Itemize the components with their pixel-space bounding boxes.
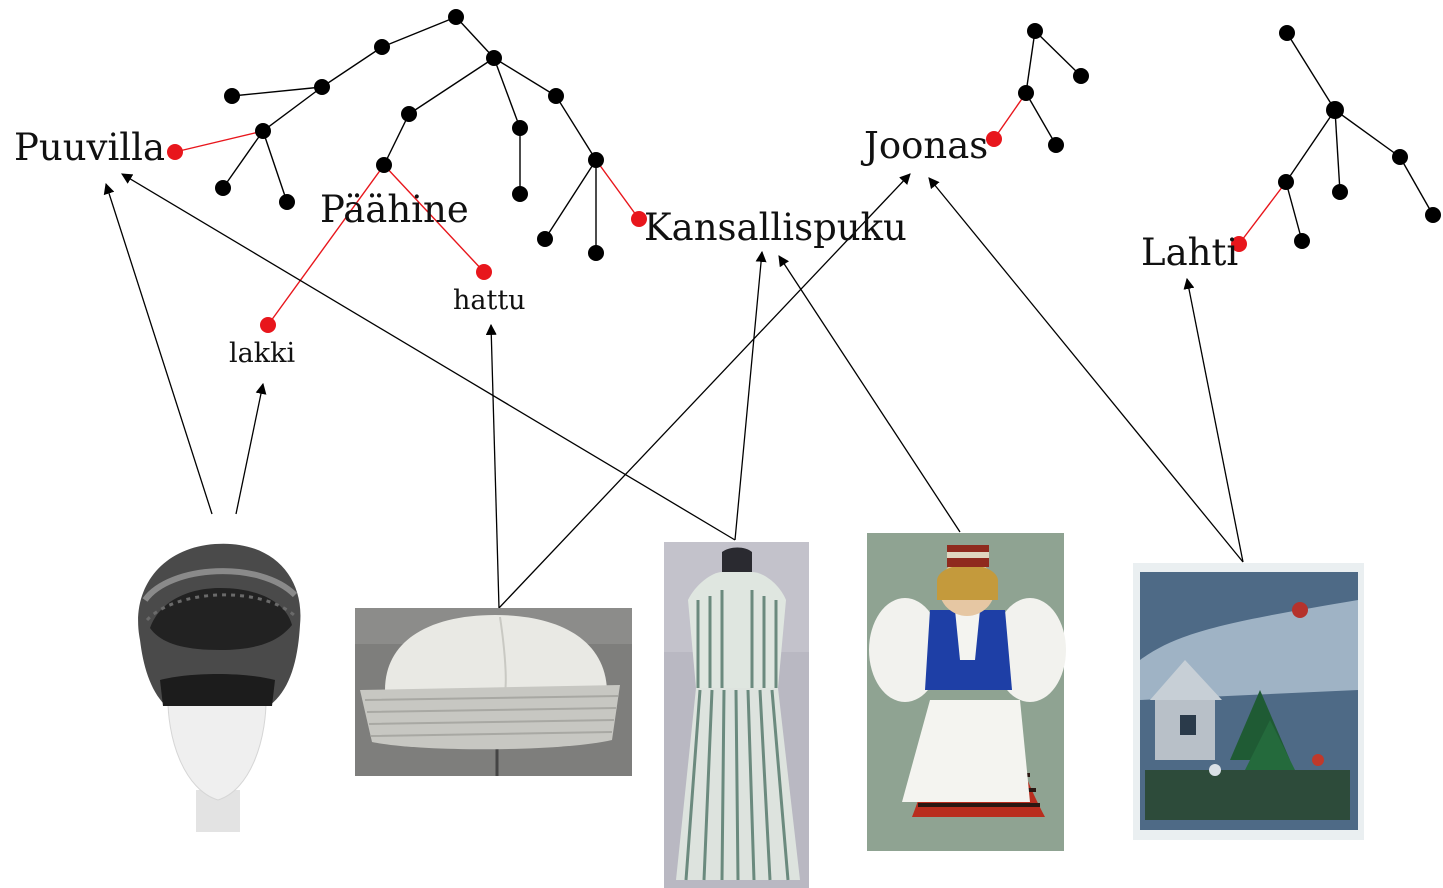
tree-node (1425, 207, 1441, 223)
dress-image (664, 542, 809, 888)
tree-node (588, 245, 604, 261)
concept-label-paahine: Päähine (320, 188, 469, 231)
tree-node (1332, 184, 1348, 200)
ontology-tree-middle-nodes (1018, 23, 1089, 153)
tree-node (537, 231, 553, 247)
highlight-node-joonas (986, 131, 1002, 147)
tree-node (314, 79, 330, 95)
painting-image (1133, 563, 1364, 840)
ontology-tree-right-nodes (1278, 25, 1441, 249)
tree-node (401, 106, 417, 122)
concept-label-kansallispuku: Kansallispuku (644, 206, 907, 249)
arrow-hat-to-joonas (498, 173, 911, 609)
tree-node (1326, 101, 1344, 119)
arrow-painting-to-joonas (928, 177, 1244, 563)
ontology-tree-left-nodes (215, 9, 604, 261)
arrow-dress-to-puuvilla (121, 173, 736, 541)
tree-node (548, 88, 564, 104)
ontology-tree-right (1285, 32, 1434, 242)
highlight-node-puuvilla (167, 144, 183, 160)
concept-label-lahti: Lahti (1141, 231, 1238, 274)
arrow-painting-to-lahti (1183, 277, 1244, 563)
tree-node (512, 120, 528, 136)
highlight-node-lakki (260, 317, 276, 333)
tree-node (512, 186, 528, 202)
tree-node (1279, 25, 1295, 41)
ontology-tree-middle (1025, 30, 1082, 146)
tree-node (215, 180, 231, 196)
arrow-dress-to-kansallispuku (734, 250, 767, 541)
doll-image (867, 533, 1066, 851)
tree-node (1294, 233, 1310, 249)
tree-node (448, 9, 464, 25)
arrow-hat-to-hattu (485, 323, 500, 609)
tree-node (224, 88, 240, 104)
hat-image (355, 608, 632, 776)
concept-label-hattu: hattu (453, 285, 526, 316)
cap-image (138, 543, 301, 832)
arrow-cap-to-puuvilla (103, 182, 213, 515)
tree-node (1392, 149, 1408, 165)
tree-node (279, 194, 295, 210)
tree-node (486, 50, 502, 66)
ontology-tree-left-highlight-nodes (167, 144, 647, 333)
arrow-doll-to-kansallispuku (778, 255, 961, 533)
ontology-tree-left-highlight (174, 130, 640, 326)
tree-node (588, 152, 604, 168)
arrow-cap-to-lakki (235, 382, 267, 515)
ontology-tree-left (222, 16, 597, 253)
tree-node (1278, 174, 1294, 190)
highlight-node-lahti (1231, 236, 1247, 252)
concept-label-joonas: Joonas (860, 124, 988, 167)
tree-node (376, 157, 392, 173)
tree-node (1027, 23, 1043, 39)
tree-node (1048, 137, 1064, 153)
tree-node (374, 39, 390, 55)
tree-node (255, 123, 271, 139)
concept-label-lakki: lakki (229, 338, 295, 369)
annotation-arrows (103, 173, 1244, 609)
highlight-node-kansallispuku (631, 211, 647, 227)
concept-label-puuvilla: Puuvilla (14, 126, 165, 169)
tree-node (1018, 85, 1034, 101)
highlight-node-hattu (476, 264, 492, 280)
tree-node (1073, 68, 1089, 84)
